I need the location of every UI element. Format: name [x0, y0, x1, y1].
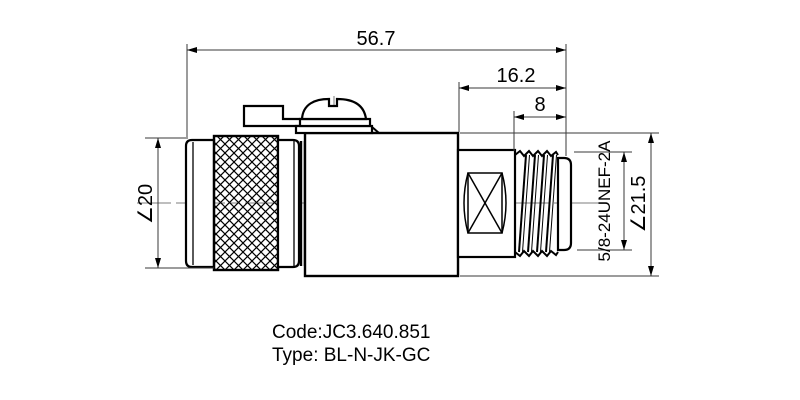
screw-washer-stack: [294, 117, 380, 135]
dim-label-thread-length: 8: [534, 94, 545, 116]
dimension-overall-length: [186, 44, 567, 156]
dimension-rear-section: [458, 82, 566, 132]
main-body: [303, 131, 460, 278]
ground-bracket: [242, 104, 303, 128]
type-text: Type: BL-N-JK-GC: [272, 345, 430, 366]
dim-label-body-diameter: ∠21.5: [628, 176, 650, 233]
dimension-thread-spec: [574, 151, 632, 251]
dimension-thread-length: [513, 111, 566, 151]
dim-label-overall-length: 56.7: [357, 28, 396, 50]
code-text: Code:JC3.640.851: [272, 322, 430, 343]
dimension-front-diameter: [145, 137, 214, 269]
dim-label-thread-spec: 5/8-24UNEF-2A: [595, 140, 614, 262]
knurled-nut: [212, 134, 280, 272]
end-cap: [556, 156, 573, 252]
slotted-screw-head: [300, 97, 368, 121]
thread-section: [514, 149, 559, 258]
rear-collar: [276, 138, 301, 269]
dim-label-rear-section: 16.2: [497, 65, 536, 87]
o-ring-symbol: [463, 172, 507, 234]
dim-label-front-diameter: ∠20: [135, 184, 157, 224]
dimension-body-diameter: [460, 132, 659, 277]
front-cap: [184, 138, 216, 269]
